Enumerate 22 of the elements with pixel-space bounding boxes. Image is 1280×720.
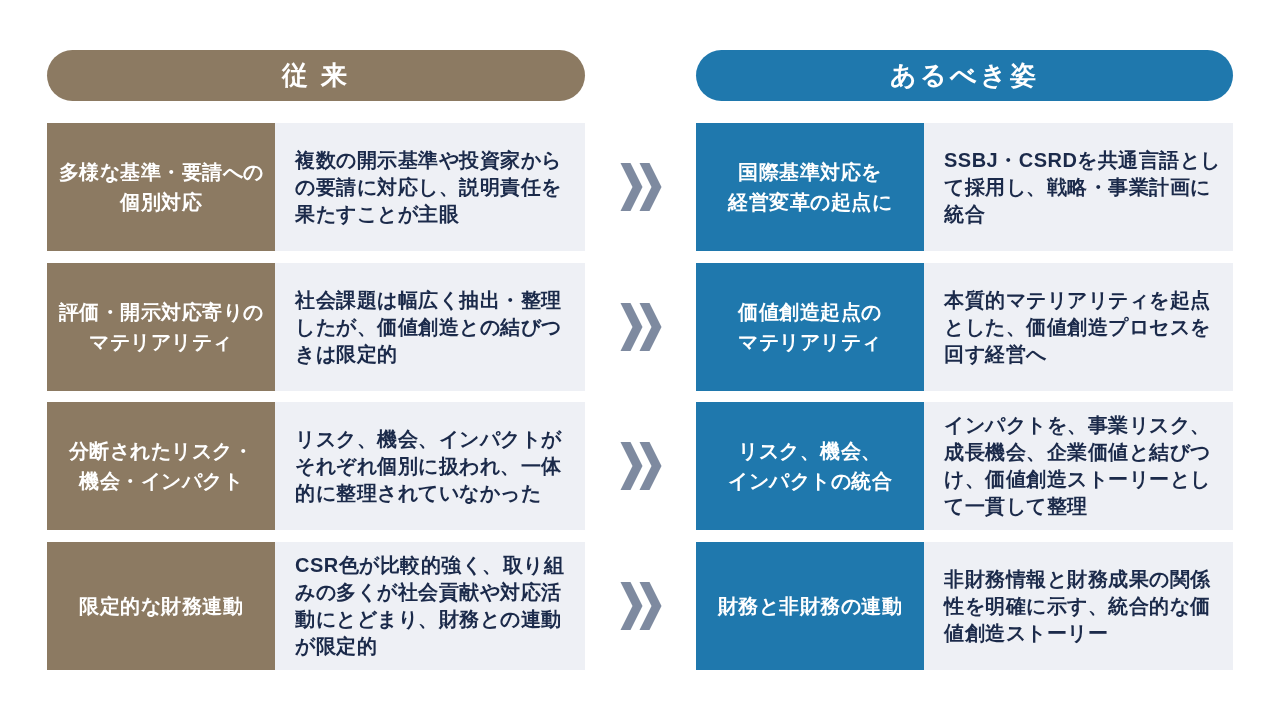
chevron-arrow — [620, 582, 662, 630]
category-box: 限定的な財務連動 — [47, 542, 275, 670]
description-box: 本質的マテリアリティを起点とした、価値創造プロセスを回す経営へ — [924, 263, 1233, 391]
chevron-arrow — [620, 303, 662, 351]
description-box: CSR色が比較的強く、取り組みの多くが社会貢献や対応活動にとどまり、財務との連動が限定的 — [275, 542, 585, 670]
column-header: あるべき姿 — [696, 50, 1233, 101]
description-box: 複数の開示基準や投資家からの要請に対応し、説明責任を果たすことが主眼 — [275, 123, 585, 251]
category-box: 分断されたリスク・機会・インパクト — [47, 402, 275, 530]
category-box: 評価・開示対応寄りのマテリアリティ — [47, 263, 275, 391]
description-box: SSBJ・CSRDを共通言語として採用し、戦略・事業計画に統合 — [924, 123, 1233, 251]
chevron-arrow — [620, 442, 662, 490]
description-box: 社会課題は幅広く抽出・整理したが、価値創造との結びつきは限定的 — [275, 263, 585, 391]
category-box: 国際基準対応を経営変革の起点に — [696, 123, 924, 251]
description-box: リスク、機会、インパクトがそれぞれ個別に扱われ、一体的に整理されていなかった — [275, 402, 585, 530]
category-box: 価値創造起点のマテリアリティ — [696, 263, 924, 391]
category-box: 財務と非財務の連動 — [696, 542, 924, 670]
column-header: 従 来 — [47, 50, 585, 101]
chevron-arrow — [620, 163, 662, 211]
category-box: リスク、機会、インパクトの統合 — [696, 402, 924, 530]
description-box: 非財務情報と財務成果の関係性を明確に示す、統合的な価値創造ストーリー — [924, 542, 1233, 670]
description-box: インパクトを、事業リスク、成長機会、企業価値と結びつけ、価値創造ストーリーとして一貫して整理 — [924, 402, 1233, 530]
category-box: 多様な基準・要請への個別対応 — [47, 123, 275, 251]
